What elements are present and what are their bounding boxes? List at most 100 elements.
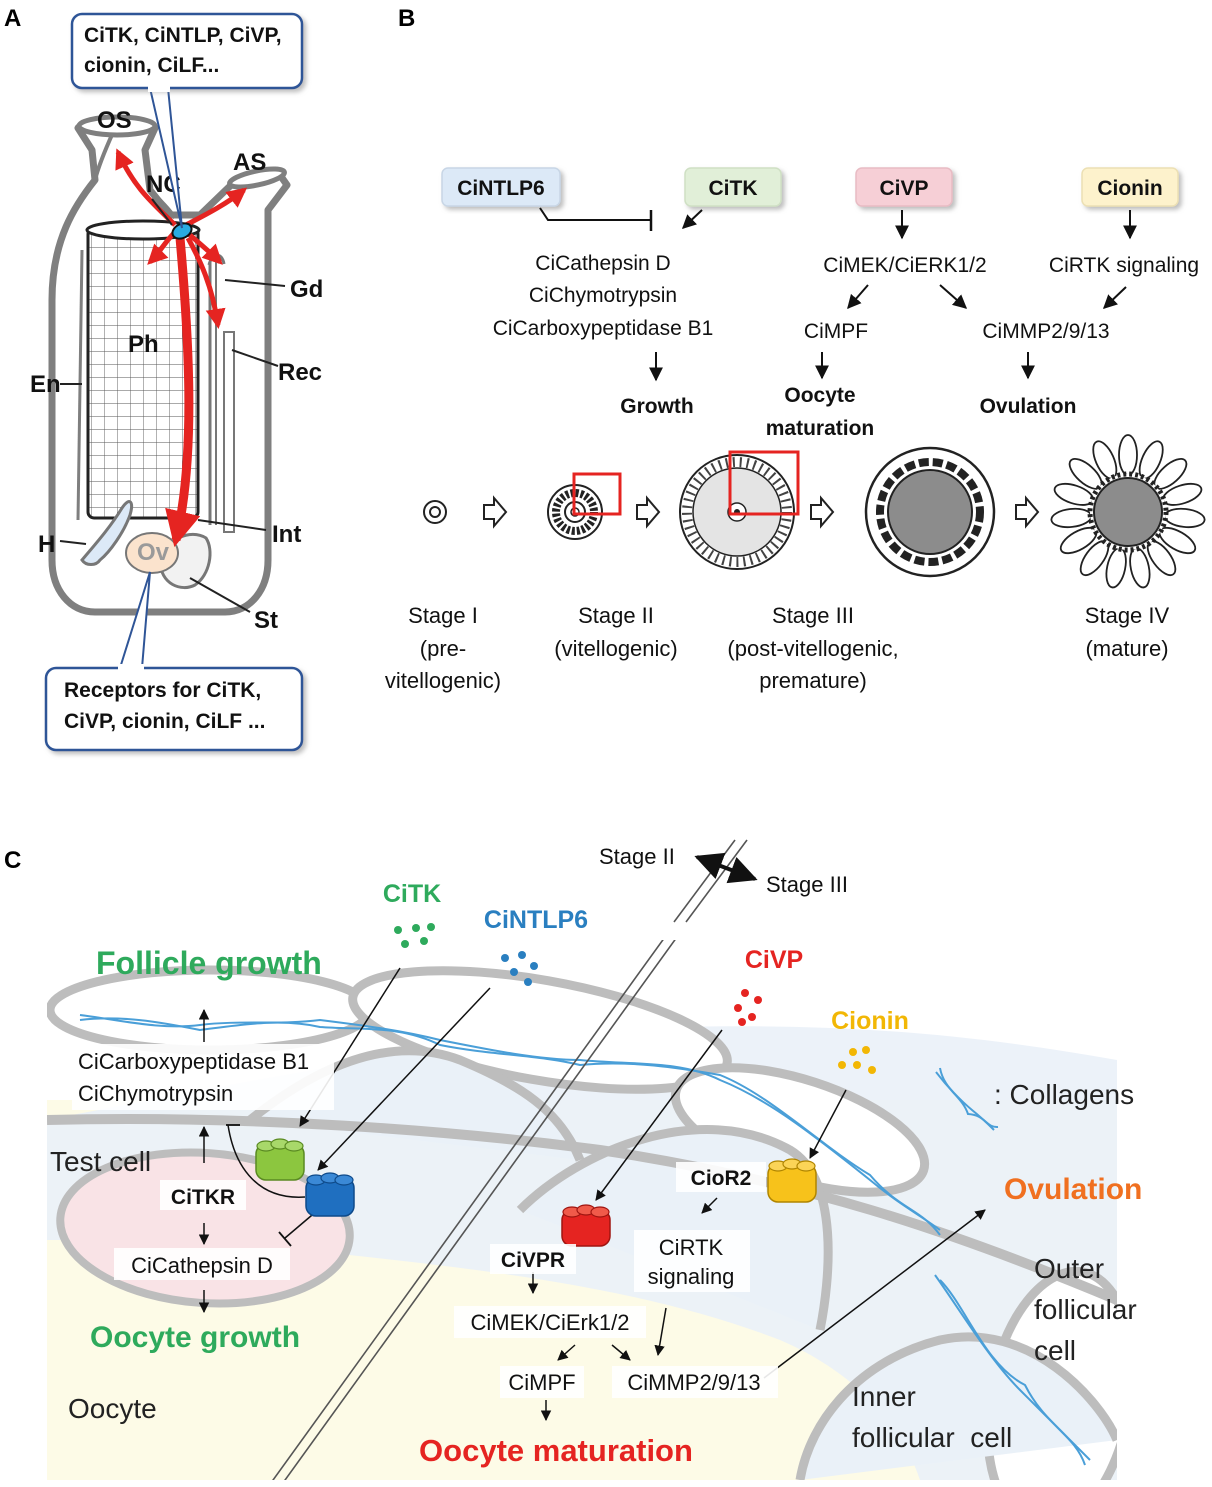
box-cintlp6-label: CiNTLP6 [457, 177, 545, 200]
outer-cell-2 [348, 966, 732, 1094]
inner-follicular-2: follicular cell [852, 1422, 1012, 1453]
mmp-label-c: CiMMP2/9/13 [627, 1370, 760, 1395]
panel-c-follicle: Stage II Stage III CiTK CiNTLP6 CiVP Cio… [47, 839, 1142, 1480]
cionin-ligand-label: Cionin [831, 1007, 909, 1035]
cior2-receptor [767, 1158, 817, 1203]
panel-label-a: A [4, 5, 21, 32]
civp-ligand-label: CiVP [745, 946, 803, 974]
box-civp-label: CiVP [879, 177, 928, 200]
label-en: En [30, 371, 61, 398]
box-cintlp6: CiNTLP6 [441, 167, 561, 207]
stage-3b-oocyte [864, 446, 996, 578]
box-cintlp6-bg [441, 167, 561, 207]
panel-b-pathway: CiNTLP6 CiTK CiVP Cionin Ci [385, 167, 1206, 693]
label-ov: Ov [137, 539, 170, 566]
stage-3-oocyte [679, 450, 800, 570]
collagens-legend-label: : Collagens [994, 1079, 1134, 1110]
box-cionin-bg [1081, 167, 1179, 207]
stage-2-name: Stage II [578, 603, 654, 628]
carboxypeptidase-label: CiCarboxypeptidase B1 [78, 1049, 309, 1074]
rtk-label-1: CiRTK [659, 1235, 724, 1260]
inner-cell-3 [795, 1332, 1117, 1480]
stage-iii-label: Stage III [766, 872, 848, 897]
callout-bottom: Receptors for CiTK, CiVP, cionin, CiLF .… [44, 571, 304, 752]
stage-1-oocyte [423, 500, 447, 524]
cintlp6-molecules [501, 951, 538, 986]
callout-top-line2: cionin, CiLF... [84, 54, 219, 77]
stage-2-desc: (vitellogenic) [554, 636, 678, 661]
callout-bottom-line2: CiVP, cionin, CiLF ... [64, 710, 265, 733]
citkr-receptor [255, 1138, 305, 1181]
rtk-label-2: signaling [648, 1264, 735, 1289]
box-civp-bg [855, 167, 953, 207]
outer-follicular-2: follicular [1034, 1294, 1137, 1325]
box-civp: CiVP [855, 167, 953, 207]
box-cionin-label: Cionin [1097, 177, 1162, 200]
callout-bottom-line1: Receptors for CiTK, [64, 679, 261, 702]
cathepsin-label: CiCathepsin D [131, 1253, 273, 1278]
mek-label: CiMEK/CiERK1/2 [823, 254, 986, 277]
ntlp-receptor [305, 1172, 355, 1217]
stage-4-desc: (mature) [1085, 636, 1168, 661]
collagen-fibers [79, 1014, 1091, 1466]
citk-ligand-label: CiTK [383, 880, 441, 908]
label-h: H [38, 531, 55, 558]
oocyte-growth-label: Oocyte growth [90, 1321, 300, 1354]
mpf-label-c: CiMPF [508, 1370, 575, 1395]
panel-label-b: B [398, 5, 415, 32]
label-int: Int [272, 521, 301, 548]
label-ph: Ph [128, 331, 159, 358]
hormone-arrows [115, 148, 248, 548]
box-citk: CiTK [684, 167, 782, 207]
oocyte-maturation-label: Oocyte maturation [419, 1433, 693, 1468]
label-as: AS [233, 149, 266, 176]
ovulation-label-c: Ovulation [1004, 1173, 1142, 1206]
stage-3-desc-2: premature) [759, 668, 867, 693]
stage-1-desc-1: (pre- [420, 636, 466, 661]
stage-4-name: Stage IV [1085, 603, 1170, 628]
stage-1-desc-2: vitellogenic) [385, 668, 501, 693]
box-citk-bg [684, 167, 782, 207]
label-rec: Rec [278, 359, 322, 386]
target-chymotrypsin: CiChymotrypsin [529, 284, 677, 307]
cionin-molecules [838, 1046, 876, 1074]
panel-label-c: C [4, 847, 21, 874]
stage-4-oocyte [1050, 434, 1206, 589]
citkr-label: CiTKR [171, 1186, 235, 1209]
growth-label: Growth [620, 395, 694, 418]
maturation-label-1: Oocyte [784, 384, 855, 407]
outer-follicular-1: Outer [1034, 1253, 1104, 1284]
target-carboxypeptidase: CiCarboxypeptidase B1 [493, 317, 714, 340]
cior2-label: CioR2 [691, 1167, 752, 1190]
test-cell-label: Test cell [50, 1146, 151, 1177]
callout-top-line1: CiTK, CiNTLP, CiVP, [84, 24, 282, 47]
stage-ii-label: Stage II [599, 844, 675, 869]
target-cathepsin-d: CiCathepsin D [535, 252, 670, 275]
mmp-label: CiMMP2/9/13 [982, 320, 1109, 343]
stage-3-desc-1: (post-vitellogenic, [727, 636, 898, 661]
outer-follicular-3: cell [1034, 1335, 1076, 1366]
heart [80, 500, 134, 566]
maturation-label-2: maturation [766, 417, 875, 440]
ovary [125, 532, 179, 574]
ovulation-label: Ovulation [980, 395, 1077, 418]
label-gd: Gd [290, 276, 323, 303]
stage-3-name: Stage III [772, 603, 854, 628]
civpr-label: CiVPR [501, 1249, 565, 1272]
stage-2-oocyte [547, 472, 622, 540]
civpr-receptor [561, 1204, 611, 1247]
oocyte-label: Oocyte [68, 1393, 157, 1424]
box-citk-label: CiTK [709, 177, 758, 200]
label-st: St [254, 607, 278, 634]
inner-follicular-1: Inner [852, 1381, 916, 1412]
outer-cell-1 [47, 965, 375, 1055]
callout-top: CiTK, CiNTLP, CiVP, cionin, CiLF... [70, 12, 304, 229]
chymotrypsin-label: CiChymotrypsin [78, 1081, 233, 1106]
oocyte-membrane [47, 1114, 1117, 1305]
stage-1-name: Stage I [408, 603, 478, 628]
follicle-growth-label: Follicle growth [96, 945, 322, 981]
panel-a-ascidian-diagram: OS AS NC Gd Ph Rec En Int H Ov St CiTK, … [30, 12, 323, 752]
civp-molecules [734, 989, 762, 1026]
box-cionin: Cionin [1081, 167, 1179, 207]
